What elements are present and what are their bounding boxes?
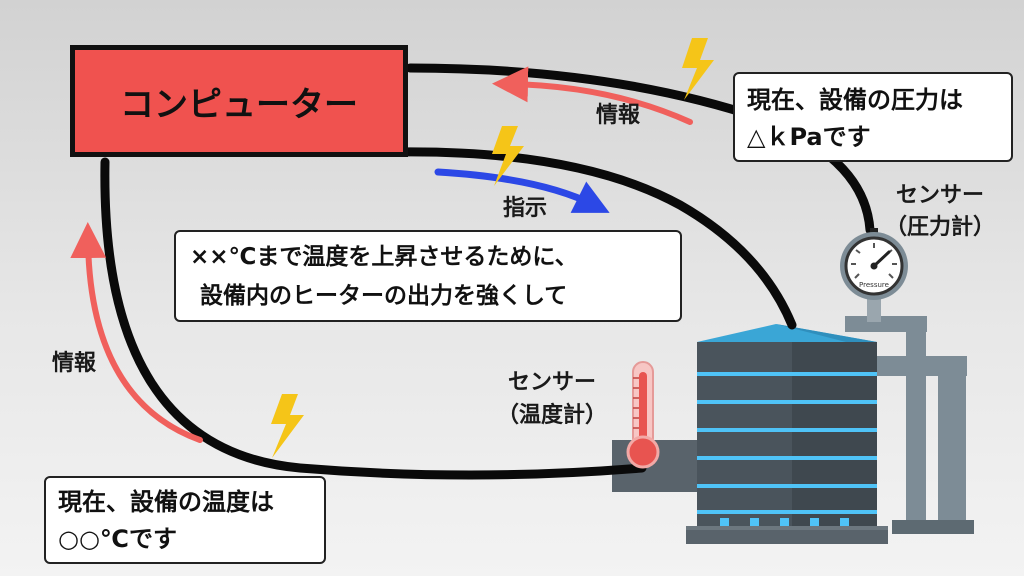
thermometer-icon <box>626 361 660 469</box>
temperature-sensor-label-line1: センサー <box>508 370 597 395</box>
instruction-message-line2: 設備内のヒーターの出力を強くして <box>200 283 568 309</box>
info-arrow-top <box>492 66 693 125</box>
lightning-icon <box>271 394 304 458</box>
instruction-message-line1: ××℃まで温度を上昇させるために、 <box>190 244 578 270</box>
pressure-message-line1: 現在、設備の圧力は <box>747 86 963 114</box>
lightning-icon <box>492 126 524 186</box>
instruction-label: 指示 <box>503 196 548 221</box>
gauge-label: Pressure <box>859 281 889 289</box>
temperature-message-bubble: 現在、設備の温度は ○○℃です <box>44 476 326 564</box>
pressure-gauge-icon: Pressure <box>840 228 908 310</box>
pressure-sensor-label-line2: （圧力計） <box>885 215 996 240</box>
instruction-message-bubble: ××℃まで温度を上昇させるために、 設備内のヒーターの出力を強くして <box>174 230 682 322</box>
temperature-message-line2: ○○℃です <box>58 525 177 553</box>
cable-temperature <box>100 157 647 480</box>
info-arrow-left <box>70 222 203 443</box>
lightning-icon <box>682 38 714 100</box>
pipes <box>845 306 974 534</box>
pressure-message-line2: △ｋPaです <box>747 123 871 151</box>
temperature-sensor-label: センサー （温度計） <box>497 366 607 432</box>
pressure-sensor-label-line1: センサー <box>896 183 985 208</box>
info-label-left: 情報 <box>52 351 97 376</box>
info-label-top: 情報 <box>596 103 641 128</box>
pressure-message-bubble: 現在、設備の圧力は △ｋPaです <box>733 72 1013 162</box>
computer-box: コンピューター <box>70 45 408 157</box>
temperature-message-line1: 現在、設備の温度は <box>58 488 274 516</box>
instruction-arrow <box>434 168 610 213</box>
pressure-sensor-label: センサー （圧力計） <box>885 180 995 244</box>
computer-label: コンピューター <box>120 84 358 125</box>
cable-instruction <box>393 147 797 330</box>
temperature-sensor-label-line2: （温度計） <box>497 403 608 428</box>
